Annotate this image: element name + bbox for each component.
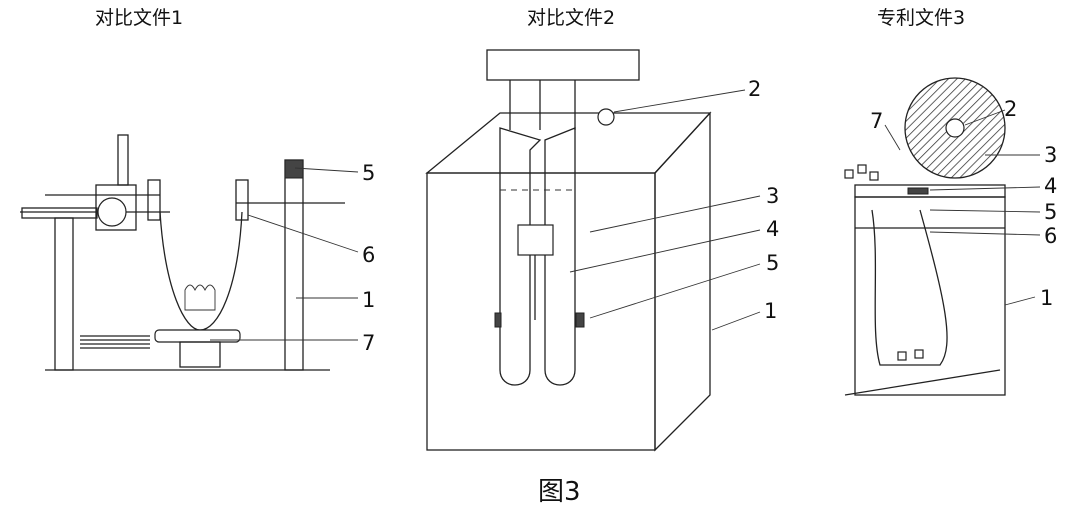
leader-6	[929, 231, 1041, 236]
left-post	[117, 134, 129, 186]
panel-2-title: 对比文件2	[527, 7, 615, 29]
clamp-right	[575, 312, 585, 328]
box-side	[654, 111, 711, 452]
u-bag	[159, 211, 243, 331]
label-5: 5	[1044, 200, 1057, 224]
panel-3-drawing: 7 2 3 4 5 6 1	[844, 77, 1057, 396]
pulley	[597, 108, 615, 126]
left-frame	[95, 184, 137, 231]
leader-4	[929, 186, 1041, 191]
box-top	[854, 184, 1006, 198]
label-1: 1	[1040, 286, 1053, 310]
panel-1-drawing: 5 6 1 7	[20, 134, 375, 371]
figure-caption: 图3	[538, 477, 581, 507]
leader-4	[569, 229, 761, 273]
column-hatch	[284, 159, 304, 179]
label-1: 1	[764, 299, 777, 323]
tray	[844, 369, 1001, 396]
cutter	[907, 187, 929, 195]
box-front	[426, 172, 656, 451]
label-4: 4	[766, 217, 779, 241]
leader-7	[884, 124, 901, 151]
clamp-left	[494, 312, 502, 328]
leader-5	[294, 167, 359, 173]
left-leg	[54, 217, 74, 371]
bag	[871, 209, 948, 366]
box-top	[425, 112, 712, 174]
label-5: 5	[766, 251, 779, 275]
box-body	[854, 196, 1006, 396]
leader-5b	[589, 263, 761, 319]
stacked-sheets	[80, 335, 150, 349]
label-2: 2	[1004, 97, 1017, 121]
panel-3-title: 专利文件3	[877, 7, 965, 29]
panel-1-title: 对比文件1	[95, 7, 183, 29]
label-7: 7	[870, 109, 883, 133]
label-6: 6	[1044, 224, 1057, 248]
right-column	[284, 159, 304, 371]
label-3: 3	[1044, 143, 1057, 167]
leader-6	[247, 214, 359, 253]
center-block	[517, 224, 554, 256]
leader-1	[1004, 296, 1036, 306]
cubes	[844, 164, 924, 361]
left-clamp	[147, 179, 161, 221]
label-2: 2	[748, 77, 761, 101]
label-7: 7	[362, 331, 375, 355]
bag-right	[544, 127, 576, 386]
leader-3	[589, 195, 761, 233]
bag-left	[499, 127, 542, 386]
label-5: 5	[362, 161, 375, 185]
platform-base	[179, 341, 221, 368]
label-3: 3	[766, 184, 779, 208]
left-table	[21, 207, 98, 219]
label-6: 6	[362, 243, 375, 267]
panel-2-drawing: 2 3 4 5 1	[425, 49, 779, 452]
top-block	[486, 49, 640, 81]
leader-2	[964, 109, 1006, 126]
left-wheel	[97, 197, 127, 227]
leader-1b	[711, 311, 761, 331]
bag-contents	[184, 284, 216, 311]
drum-hub	[945, 118, 965, 138]
leader-5	[929, 209, 1041, 213]
label-4: 4	[1044, 174, 1057, 198]
leader-2	[613, 89, 746, 113]
label-1: 1	[362, 288, 375, 312]
